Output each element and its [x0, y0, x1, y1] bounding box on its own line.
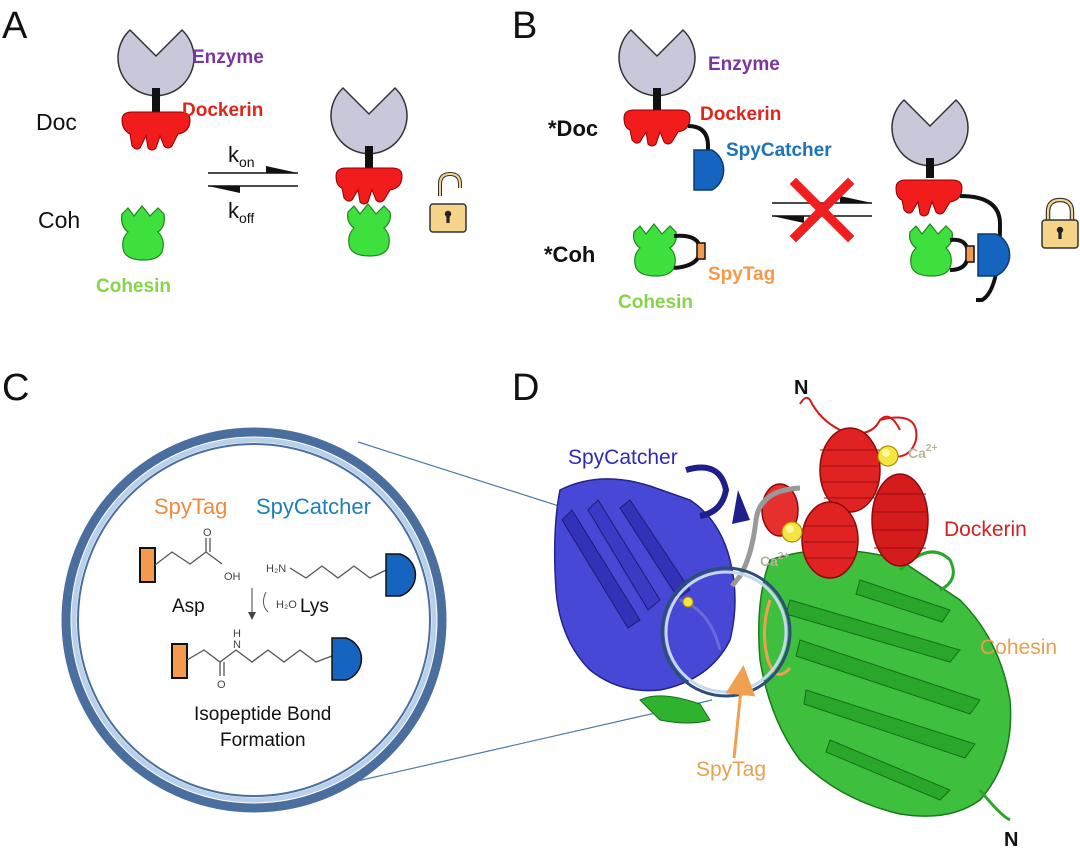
b-cohesin-label: Cohesin — [618, 292, 693, 313]
b-flexible-linker-icon — [687, 124, 710, 160]
c-spycatcher-shape-icon — [385, 553, 417, 597]
c-asp-label: Asp — [172, 596, 205, 617]
panel-a-letter: A — [2, 5, 28, 47]
c-product-spycatcher-shape-icon — [331, 637, 363, 681]
d-ca-top-label: Ca2+ — [908, 443, 937, 461]
magnifier-circle — [61, 427, 447, 813]
c-lys-label: Lys — [300, 596, 329, 617]
k-off-label: koff — [228, 198, 254, 226]
grey-linker-icon — [730, 485, 801, 588]
coh-label: Coh — [38, 207, 80, 233]
d-spycatcher-label: SpyCatcher — [568, 446, 678, 469]
calcium-ion-icon — [682, 445, 899, 608]
b-complex-enzyme-icon — [891, 98, 969, 167]
lys-chain-icon — [289, 565, 387, 579]
c-h2o-label: H₂O — [276, 599, 297, 611]
c-product-o-label: O — [217, 679, 226, 691]
panel-a: A Enzyme Dockerin Doc Coh Cohesin kon ko… — [2, 5, 467, 297]
complex-enzyme-icon — [330, 86, 408, 155]
c-h2n-label: H₂N — [266, 563, 286, 575]
c-bond-line1: Isopeptide Bond — [194, 704, 331, 725]
d-n-top-label: N — [794, 377, 808, 399]
c-o-label: O — [203, 527, 212, 539]
b-coh-label: *Coh — [544, 242, 595, 267]
cohesin-structure-icon — [639, 549, 1012, 822]
unlocked-padlock-icon — [429, 171, 467, 233]
dockerin-icon — [121, 111, 191, 151]
spytag-arrow-icon — [725, 665, 756, 759]
asp-chain-icon — [154, 551, 223, 566]
doc-label: Doc — [36, 109, 77, 135]
linker-icon — [152, 88, 160, 116]
zoom-line-bottom — [343, 699, 713, 785]
b-spycatcher-icon — [693, 149, 725, 191]
spycatcher-structure-icon — [553, 464, 750, 692]
dockerin-label: Dockerin — [182, 100, 263, 121]
d-ca-mid-label: Ca2+ — [760, 551, 789, 569]
d-cohesin-label: Cohesin — [980, 636, 1057, 659]
panel-c-letter: C — [2, 367, 29, 409]
c-product-n-label: N — [233, 639, 241, 651]
b-complex-spycatcher-icon — [977, 233, 1011, 277]
cohesin-label: Cohesin — [96, 276, 171, 297]
b-complex-spytag-icon — [965, 245, 975, 263]
c-product-h-label: H — [233, 628, 241, 640]
b-complex-cohesin-icon — [909, 223, 953, 277]
b-spytag-icon — [696, 242, 706, 260]
b-dockerin-label: Dockerin — [700, 104, 781, 125]
b-complex-linker-long-icon — [959, 194, 1003, 302]
complex-linker-icon — [365, 146, 373, 168]
c-product-spytag-rect-icon — [171, 643, 188, 679]
panel-b-letter: B — [512, 5, 537, 47]
cohesin-icon — [121, 205, 165, 261]
b-enzyme-icon — [618, 28, 696, 97]
b-complex-linker-icon — [926, 158, 934, 178]
d-spytag-label: SpyTag — [696, 758, 766, 781]
panel-c: C SpyTag SpyCatcher O OH Asp H₂N Lys H₂O — [2, 367, 717, 813]
d-dockerin-label: Dockerin — [944, 518, 1027, 541]
b-equilibrium-arrows-icon — [772, 196, 872, 223]
enzyme-icon — [117, 28, 195, 97]
b-linker-icon — [653, 88, 661, 110]
b-spytag-linker-icon — [673, 233, 703, 270]
b-enzyme-label: Enzyme — [708, 54, 780, 75]
b-cohesin-icon — [633, 223, 677, 277]
locked-padlock-icon — [1041, 197, 1079, 249]
complex-dockerin-icon — [335, 167, 403, 205]
c-spytag-label: SpyTag — [154, 494, 227, 519]
b-dockerin-icon — [623, 109, 691, 147]
c-bond-line2: Formation — [220, 730, 306, 751]
panel-d: D — [512, 367, 1057, 851]
k-on-label: kon — [228, 142, 255, 170]
equilibrium-arrows-icon — [208, 166, 298, 193]
spytag-structure-icon — [763, 599, 792, 676]
d-n-bottom-label: N — [1004, 829, 1018, 851]
b-doc-label: *Doc — [548, 116, 598, 141]
c-oh-label: OH — [224, 571, 241, 583]
c-spycatcher-label: SpyCatcher — [256, 494, 371, 519]
dockerin-structure-icon — [761, 396, 929, 579]
c-spytag-rect-icon — [139, 547, 156, 583]
red-cross-icon — [789, 177, 855, 243]
panel-d-letter: D — [512, 367, 539, 409]
panel-b: B Enzyme Dockerin *Doc SpyCatcher *Coh S… — [512, 5, 1079, 313]
b-spytag-label: SpyTag — [708, 264, 775, 285]
b-spycatcher-label: SpyCatcher — [726, 140, 832, 161]
b-complex-dockerin-icon — [895, 179, 963, 217]
isopeptide-chain-icon — [186, 649, 333, 663]
complex-cohesin-icon — [347, 203, 391, 257]
enzyme-label: Enzyme — [192, 47, 264, 68]
